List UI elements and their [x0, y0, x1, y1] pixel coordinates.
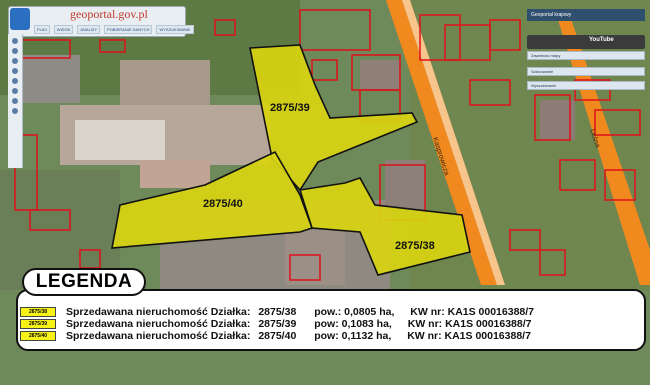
- zoom-out-icon[interactable]: [12, 48, 18, 54]
- parcel-2875-39[interactable]: [249, 44, 419, 192]
- legend-item-text: Sprzedawana nieruchomość Działka:: [66, 330, 251, 342]
- parcel-label-2875-38: 2875/38: [395, 240, 435, 252]
- print-icon[interactable]: [12, 88, 18, 94]
- legend-item-parcel: 2875/39: [258, 318, 297, 330]
- legend-item-parcel: 2875/38: [258, 306, 297, 318]
- sketching-toggle[interactable]: Szkicowanie: [527, 67, 645, 76]
- parcel-2875-40[interactable]: [111, 150, 314, 249]
- pan-icon[interactable]: [12, 58, 18, 64]
- home-icon[interactable]: [12, 108, 18, 114]
- info-icon[interactable]: [12, 78, 18, 84]
- measure-icon[interactable]: [12, 68, 18, 74]
- map-tools-strip: [8, 34, 23, 168]
- menu-item-pliki[interactable]: PLIKI: [34, 25, 50, 34]
- legend-swatch: 2875/40: [20, 331, 56, 341]
- geoportal-logo-text: geoportal.gov.pl: [70, 7, 148, 21]
- geoportal-menu: PLIKI WIDOK ANALIZY POBIERANIE DANYCH WY…: [34, 25, 194, 34]
- social-bar: [527, 35, 645, 49]
- building-roof-stripes: [75, 120, 165, 160]
- right-panel: Geoportal krajowy YouTube Zawartość mapy…: [527, 9, 645, 147]
- house-2: [360, 60, 400, 90]
- search-toggle[interactable]: Wyszukiwanie: [527, 81, 645, 90]
- building-west: [20, 55, 80, 103]
- menu-item-pobieranie[interactable]: POBIERANIE DANYCH: [104, 25, 153, 34]
- layers-icon[interactable]: [12, 98, 18, 104]
- map-content-toggle[interactable]: Zawartość mapy: [527, 51, 645, 60]
- legend-item-area: pow: 0,1132 ha,: [314, 330, 392, 342]
- menu-item-widok[interactable]: WIDOK: [53, 25, 74, 34]
- parcel-label-2875-40: 2875/40: [203, 198, 243, 210]
- building-north: [120, 60, 210, 105]
- legend-title: LEGENDA: [22, 268, 146, 296]
- youtube-link[interactable]: YouTube: [589, 37, 614, 43]
- street-kasprowicza[interactable]: [386, 0, 497, 285]
- legend-item-kw: KW nr: KA1S 00016388/7: [410, 306, 535, 318]
- legend-item-2875-40: 2875/40 Sprzedawana nieruchomość Działka…: [20, 330, 536, 342]
- right-panel-title: Geoportal krajowy: [527, 9, 645, 21]
- street-lesna[interactable]: [555, 10, 650, 285]
- building-south: [140, 160, 210, 188]
- legend-item-parcel: 2875/40: [258, 330, 297, 342]
- legend-item-2875-39: 2875/39 Sprzedawana nieruchomość Działka…: [20, 318, 537, 330]
- legend-item-area: pow: 0,1083 ha,: [314, 318, 392, 330]
- house-1: [385, 160, 425, 215]
- legend-item-text: Sprzedawana nieruchomość Działka:: [66, 306, 251, 318]
- parcel-2875-38[interactable]: [298, 177, 471, 276]
- geoportal-logo-icon[interactable]: [10, 8, 30, 30]
- building-se: [285, 230, 345, 285]
- legend-swatch: 2875/38: [20, 307, 56, 317]
- street-kasprowicza-edge: [402, 0, 505, 285]
- house-3: [540, 100, 575, 140]
- legend-item-kw: KW nr: KA1S 00016388/7: [407, 330, 531, 342]
- legend-swatch: 2875/39: [20, 319, 56, 329]
- legend-box: [16, 289, 646, 351]
- menu-item-analizy[interactable]: ANALIZY: [77, 25, 101, 34]
- menu-item-wyszukiwanie[interactable]: WYSZUKIWANIE: [156, 25, 194, 34]
- legend-item-kw: KW nr: KA1S 00016388/7: [407, 318, 532, 330]
- zoom-in-icon[interactable]: [12, 38, 18, 44]
- legend-item-2875-38: 2875/38 Sprzedawana nieruchomość Działka…: [20, 306, 539, 318]
- legend-item-text: Sprzedawana nieruchomość Działka:: [66, 318, 251, 330]
- parcel-label-2875-39: 2875/39: [270, 102, 310, 114]
- legend-item-area: pow.: 0,0805 ha,: [314, 306, 395, 318]
